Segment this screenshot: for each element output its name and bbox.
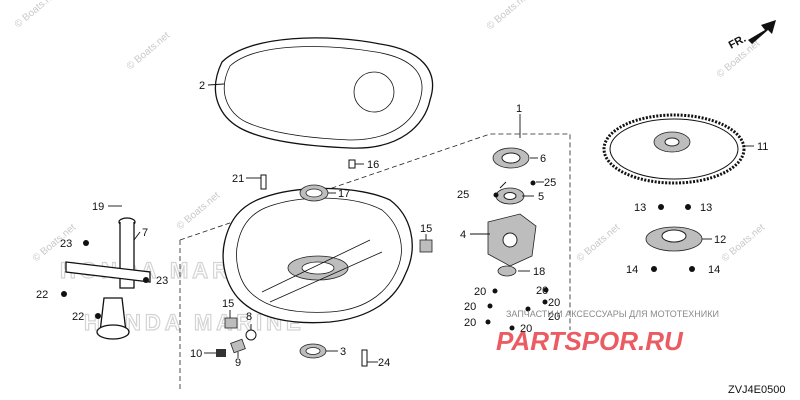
callout-5: 5 xyxy=(538,191,544,203)
callout-9: 9 xyxy=(235,357,241,369)
callout-25: 25 xyxy=(457,189,469,201)
callout-6: 6 xyxy=(540,153,546,165)
gasket-part xyxy=(214,37,434,149)
oil-pump-parts xyxy=(485,147,549,331)
callout-12: 12 xyxy=(714,234,726,246)
main-case-part xyxy=(222,187,413,324)
oil-pipe-assembly xyxy=(61,217,151,340)
callout-14: 14 xyxy=(708,264,720,276)
callout-3: 3 xyxy=(340,346,346,358)
leader-lines xyxy=(108,83,754,363)
watermark-boats: © Boats.net xyxy=(485,0,532,32)
callout-20: 20 xyxy=(474,286,486,298)
callout-19: 19 xyxy=(92,201,104,213)
callout-20: 20 xyxy=(548,297,560,309)
callout-2: 2 xyxy=(199,80,205,92)
callout-24: 24 xyxy=(378,357,390,369)
callout-1: 1 xyxy=(516,103,522,115)
assembly-outline xyxy=(179,133,571,390)
callout-7: 7 xyxy=(142,227,148,239)
callout-20: 20 xyxy=(464,301,476,313)
oil-seal-17 xyxy=(299,184,329,202)
watermark-boats: © Boats.net xyxy=(175,190,222,232)
diagram-code: ZVJ4E0500 xyxy=(728,384,785,396)
callout-13: 13 xyxy=(634,202,646,214)
callout-21: 21 xyxy=(232,173,244,185)
callout-8: 8 xyxy=(246,311,252,323)
watermark-boats: © Boats.net xyxy=(13,0,60,30)
watermark-boats: © Boats.net xyxy=(575,222,622,264)
callout-23: 23 xyxy=(60,238,72,250)
oil-seal-3 xyxy=(299,343,327,359)
drive-hub-part xyxy=(645,204,703,272)
callout-15: 15 xyxy=(420,223,432,235)
watermark-boats: © Boats.net xyxy=(720,222,767,264)
flywheel-part xyxy=(602,113,746,185)
partspor-brand: PARTSPOR.RU xyxy=(496,326,684,356)
callout-18: 18 xyxy=(533,266,545,278)
watermark-boats: © Boats.net xyxy=(125,30,172,72)
callout-11: 11 xyxy=(757,141,768,153)
callout-20: 20 xyxy=(548,311,560,323)
callout-20: 20 xyxy=(464,317,476,329)
callout-22: 22 xyxy=(36,289,48,301)
callout-10: 10 xyxy=(190,348,202,360)
callout-4: 4 xyxy=(460,229,466,241)
callout-22: 22 xyxy=(72,311,84,323)
callout-16: 16 xyxy=(367,159,379,171)
callout-13: 13 xyxy=(700,202,712,214)
callout-20: 20 xyxy=(536,285,548,297)
callout-labels: 1 2 3 4 5 6 7 8 9 10 11 12 13 13 14 14 1… xyxy=(36,80,768,369)
partspor-watermark: ЗАПЧАСТИ И АКСЕССУАРЫ ДЛЯ МОТОТЕХНИКИ PA… xyxy=(496,309,719,356)
callout-15: 15 xyxy=(222,298,234,310)
callout-23: 23 xyxy=(156,275,168,287)
callout-25: 25 xyxy=(544,177,556,189)
callout-17: 17 xyxy=(338,188,350,200)
callout-20: 20 xyxy=(520,323,532,335)
callout-14: 14 xyxy=(626,264,638,276)
partspor-tagline: ЗАПЧАСТИ И АКСЕССУАРЫ ДЛЯ МОТОТЕХНИКИ xyxy=(506,309,719,319)
